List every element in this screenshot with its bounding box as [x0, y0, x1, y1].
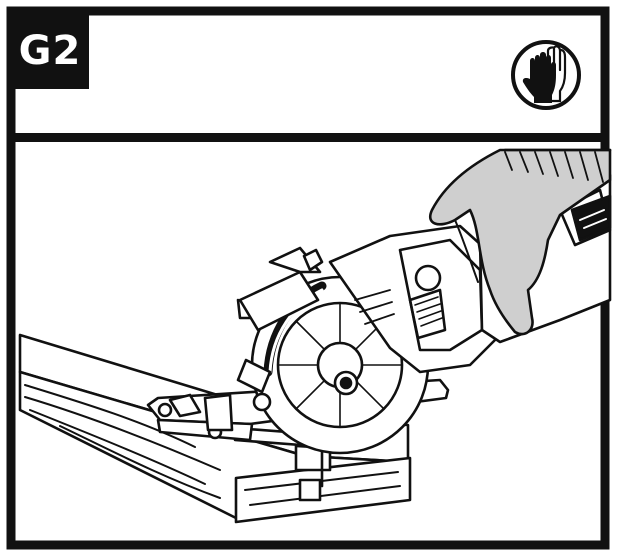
step-badge: G2	[11, 11, 89, 89]
header-divider	[11, 133, 605, 142]
depth-knob	[236, 246, 324, 412]
gloved-hand	[429, 148, 612, 336]
gloves-icon	[511, 40, 581, 110]
motor-housing	[328, 224, 507, 374]
wood-plank	[18, 333, 412, 524]
illustration	[18, 148, 612, 524]
step-label: G2	[19, 28, 82, 74]
